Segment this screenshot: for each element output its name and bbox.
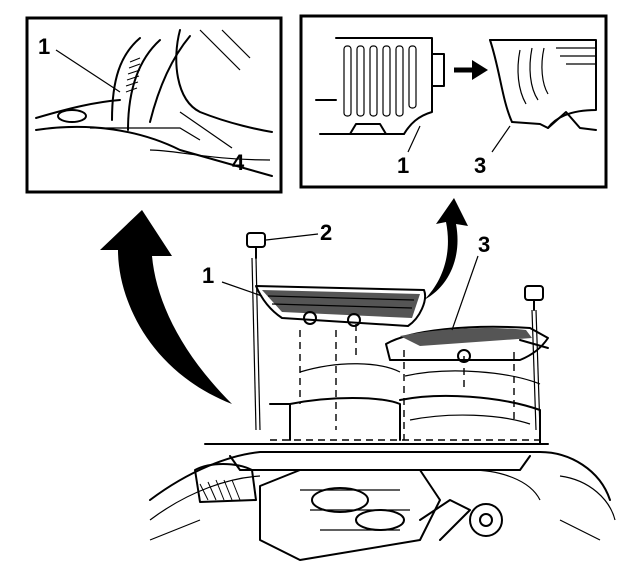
main-leader-2 bbox=[265, 233, 319, 241]
main-view: 1 2 3 bbox=[149, 220, 616, 561]
assembly-arrow bbox=[454, 60, 488, 80]
arrow-to-left-inset bbox=[100, 210, 232, 404]
main-leader-3 bbox=[451, 255, 479, 331]
left-grille-panel bbox=[255, 285, 426, 327]
right-grille-slots bbox=[517, 47, 596, 105]
inset-right-leader-1 bbox=[407, 125, 421, 153]
inset-right-frame bbox=[299, 14, 608, 189]
inset-left-leader-4 bbox=[179, 111, 233, 149]
inset-right-callout-3: 3 bbox=[474, 153, 486, 178]
arrow-to-right-inset bbox=[424, 198, 468, 300]
main-callout-2: 2 bbox=[320, 220, 332, 245]
inset-left-callout-4: 4 bbox=[232, 150, 245, 175]
right-grille-panel bbox=[385, 325, 549, 363]
inset-right-detail: 1 3 bbox=[299, 14, 608, 189]
clip-hole bbox=[57, 109, 87, 123]
bolt-left bbox=[246, 232, 266, 431]
main-callout-1: 1 bbox=[202, 263, 214, 288]
main-leader-1 bbox=[221, 281, 263, 297]
inset-right-leader-3 bbox=[491, 125, 511, 153]
inset-left-detail: 1 4 bbox=[25, 16, 283, 194]
inset-left-leader-1 bbox=[55, 49, 121, 93]
engine-components bbox=[149, 463, 601, 561]
inset-left-callout-1: 1 bbox=[38, 34, 50, 59]
left-grille-slots bbox=[343, 45, 417, 117]
inset-right-callout-1: 1 bbox=[397, 153, 409, 178]
main-callout-3: 3 bbox=[478, 232, 490, 257]
retainer-hatch bbox=[125, 57, 141, 93]
left-panel-tab bbox=[431, 53, 445, 87]
